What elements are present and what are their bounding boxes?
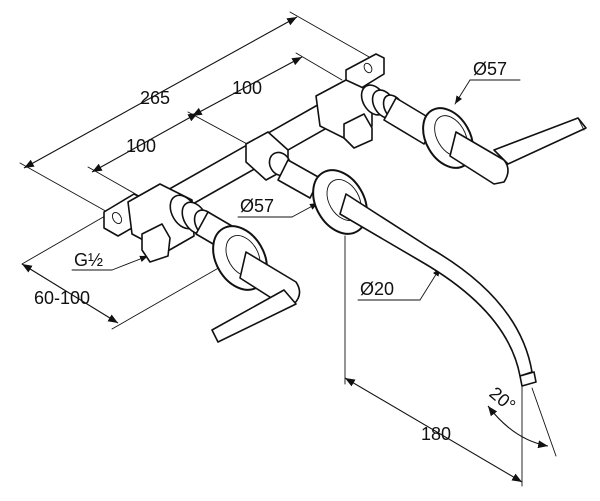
dim-thread-label: G½: [74, 250, 103, 270]
dim-265-ext-right: [289, 11, 379, 63]
dim-60-100-ext-b: [111, 265, 223, 330]
dim-angle-ray: [531, 387, 557, 457]
dim-d57-spout-label: Ø57: [240, 196, 274, 216]
left-bracket-hole: [111, 211, 123, 225]
dim-60-100-line: [21, 263, 119, 324]
dim-d57-right-label: Ø57: [473, 59, 507, 79]
right-bracket-hole: [363, 62, 373, 74]
dim-100-right-label: 100: [232, 78, 262, 98]
dim-265-line: [23, 16, 298, 169]
dim-d57-right-leader: [454, 79, 471, 105]
dim-100-right-ext-b: [295, 52, 343, 81]
dim-100-right-line: [191, 56, 303, 117]
left-valve-bottom: [141, 223, 171, 263]
dim-60-100-label: 60-100: [34, 288, 90, 308]
dim-d20-leader: [419, 267, 441, 301]
dim-265-ext-left: [19, 162, 119, 219]
dim-60-100-leader: [21, 211, 113, 265]
dim-100-left-label: 100: [126, 136, 156, 156]
right-handle-lever-edge: [577, 117, 585, 131]
dim-thread-leader: [111, 255, 149, 271]
dim-d20-label: Ø20: [360, 279, 394, 299]
right-handle-lever: [493, 117, 587, 165]
dim-angle-label: 20°: [486, 383, 520, 416]
dim-180-line: [344, 377, 523, 483]
right-valve-bottom: [343, 113, 373, 149]
spout-stem: [277, 159, 321, 199]
left-handle-lever-edge: [211, 329, 219, 343]
right-handle-shaft: [449, 131, 509, 185]
dimension-labels: 265 100 100 60-100 G½ Ø57 Ø57 Ø20 180 20…: [34, 59, 519, 444]
dim-d57-spout-leader: [291, 202, 319, 218]
spout-rosette: [312, 169, 368, 235]
dim-265-label: 265: [140, 88, 170, 108]
spout-assembly: [277, 159, 537, 387]
dim-angle-arc: [487, 405, 549, 449]
dim-100-left-line: [91, 112, 199, 173]
left-valve-assembly: [103, 183, 301, 343]
spout-outlet: [519, 371, 537, 387]
dimension-lines: [19, 11, 557, 487]
left-handle-lever: [211, 289, 297, 343]
right-valve-assembly: [315, 53, 587, 185]
dim-180-label: 180: [421, 424, 451, 444]
